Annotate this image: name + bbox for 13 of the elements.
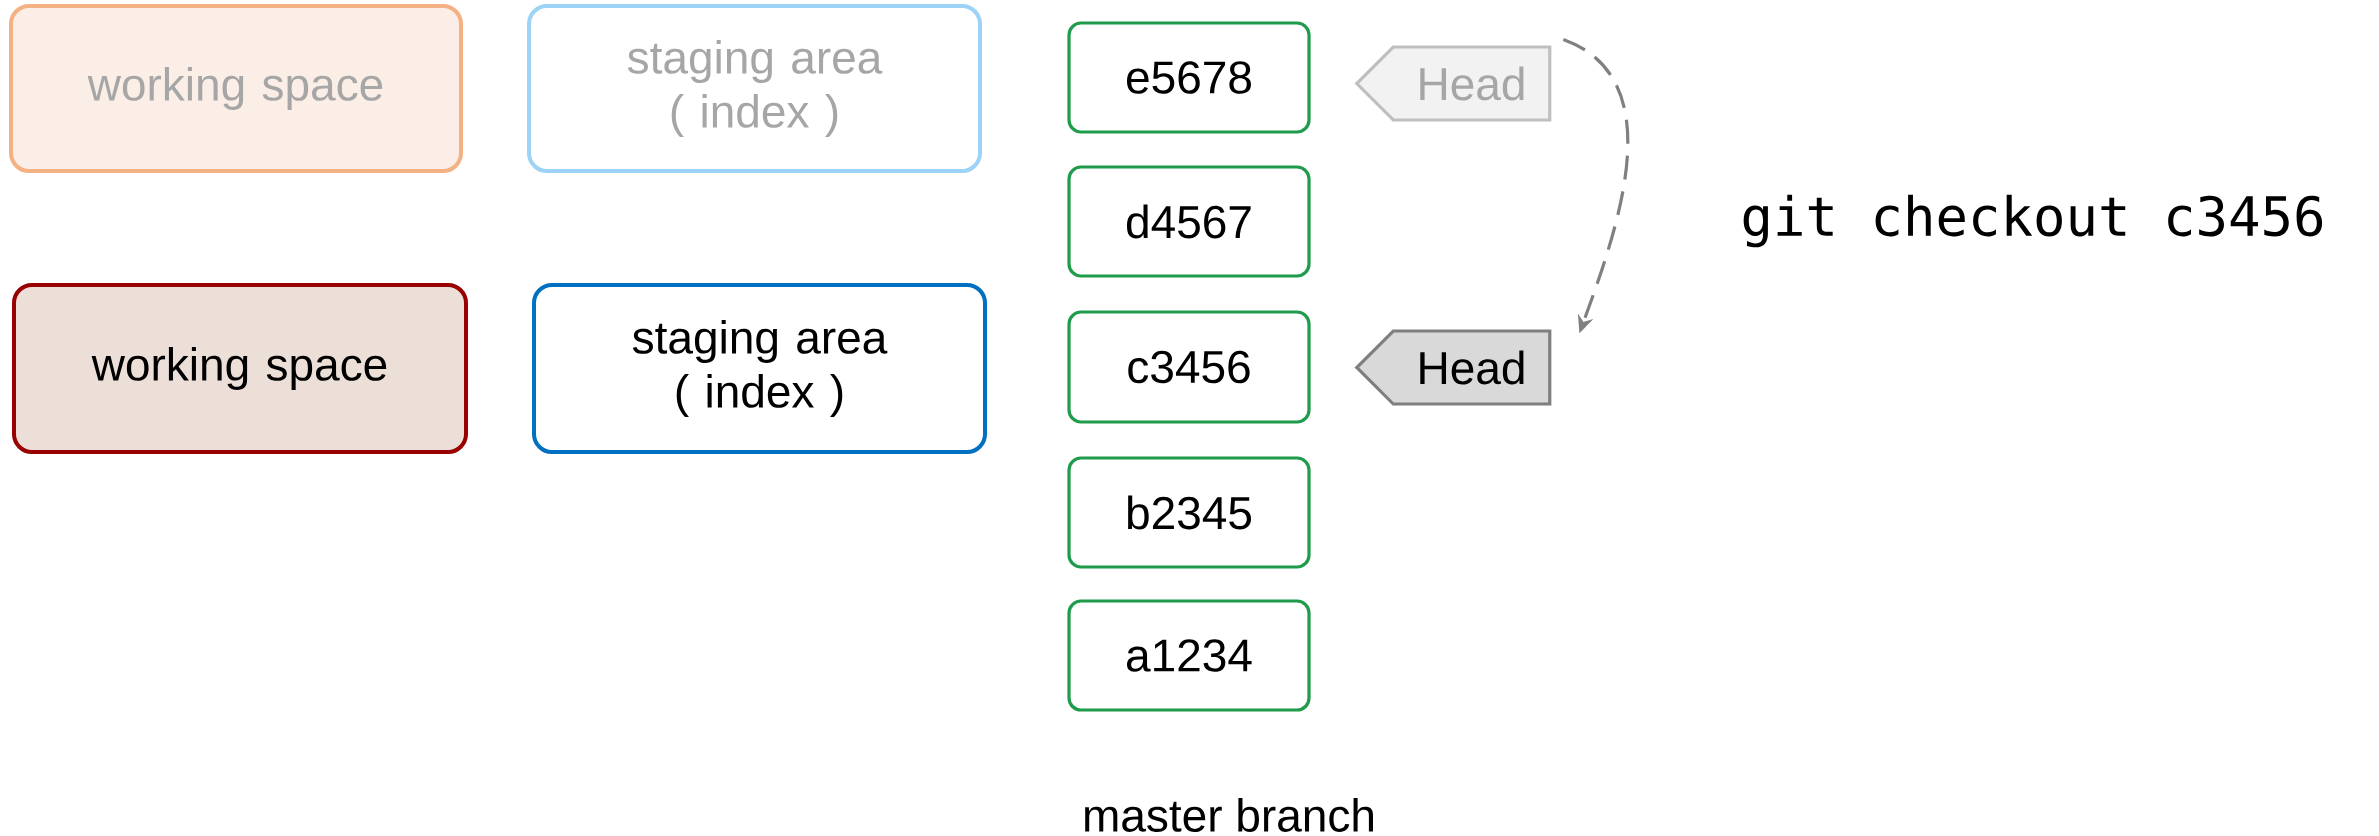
area-box: working space bbox=[12, 283, 468, 454]
area-box: working space bbox=[9, 4, 463, 173]
area-box: staging area ( index ) bbox=[532, 283, 987, 454]
commit-box: a1234 bbox=[1067, 599, 1311, 712]
head-tag: Head bbox=[1354, 45, 1552, 122]
commit-box: d4567 bbox=[1067, 165, 1311, 278]
command-label: git checkout c3456 bbox=[1736, 190, 2330, 252]
head-tag: Head bbox=[1354, 329, 1552, 406]
commit-box: e5678 bbox=[1067, 21, 1311, 134]
commit-box: c3456 bbox=[1067, 310, 1311, 424]
area-box: staging area ( index ) bbox=[527, 4, 982, 173]
commit-box: b2345 bbox=[1067, 456, 1311, 569]
branch-label: master branch bbox=[1085, 798, 1373, 832]
